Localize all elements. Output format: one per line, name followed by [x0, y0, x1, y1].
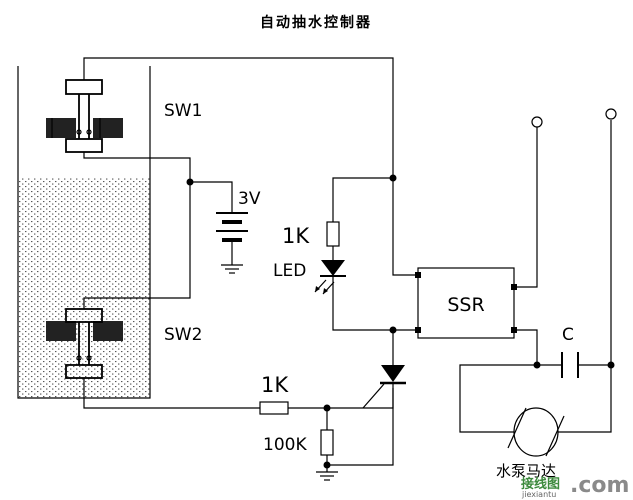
diagram-title: 自动抽水控制器	[260, 14, 372, 31]
scr	[362, 365, 406, 409]
water-level	[18, 178, 150, 398]
resistor-1k-gate	[259, 401, 289, 415]
float-switch-sw1	[46, 79, 123, 153]
ground-icon	[221, 264, 243, 274]
resistor-1k-led	[326, 221, 340, 247]
sw1-label: SW1	[164, 101, 202, 121]
ground-icon	[316, 471, 338, 481]
resistor-100k	[320, 429, 334, 456]
led-label: LED	[273, 261, 306, 281]
battery-label: 3V	[238, 189, 261, 209]
watermark-site-cn: 接线图	[521, 476, 560, 492]
terminal-icon	[531, 116, 543, 128]
water-tank	[17, 66, 151, 399]
battery-3v	[216, 212, 248, 245]
ssr	[415, 267, 517, 339]
terminal-icon	[605, 108, 617, 120]
watermark: 接线图 jiexiantu .com	[521, 473, 629, 499]
junctions	[186, 174, 615, 469]
watermark-site-en: jiexiantu	[521, 490, 556, 499]
watermark-dotcom: .com	[570, 473, 629, 498]
resistor-1k-led-label: 1K	[282, 224, 310, 248]
led	[314, 260, 346, 295]
capacitor	[561, 352, 579, 378]
ssr-label: SSR	[447, 294, 484, 316]
sw2-label: SW2	[164, 325, 202, 345]
resistor-100k-label: 100K	[263, 435, 307, 455]
capacitor-label: C	[562, 325, 574, 345]
motor-label: 水泵马达	[496, 462, 556, 480]
pump-motor	[507, 407, 565, 457]
resistor-1k-gate-label: 1K	[261, 373, 289, 397]
